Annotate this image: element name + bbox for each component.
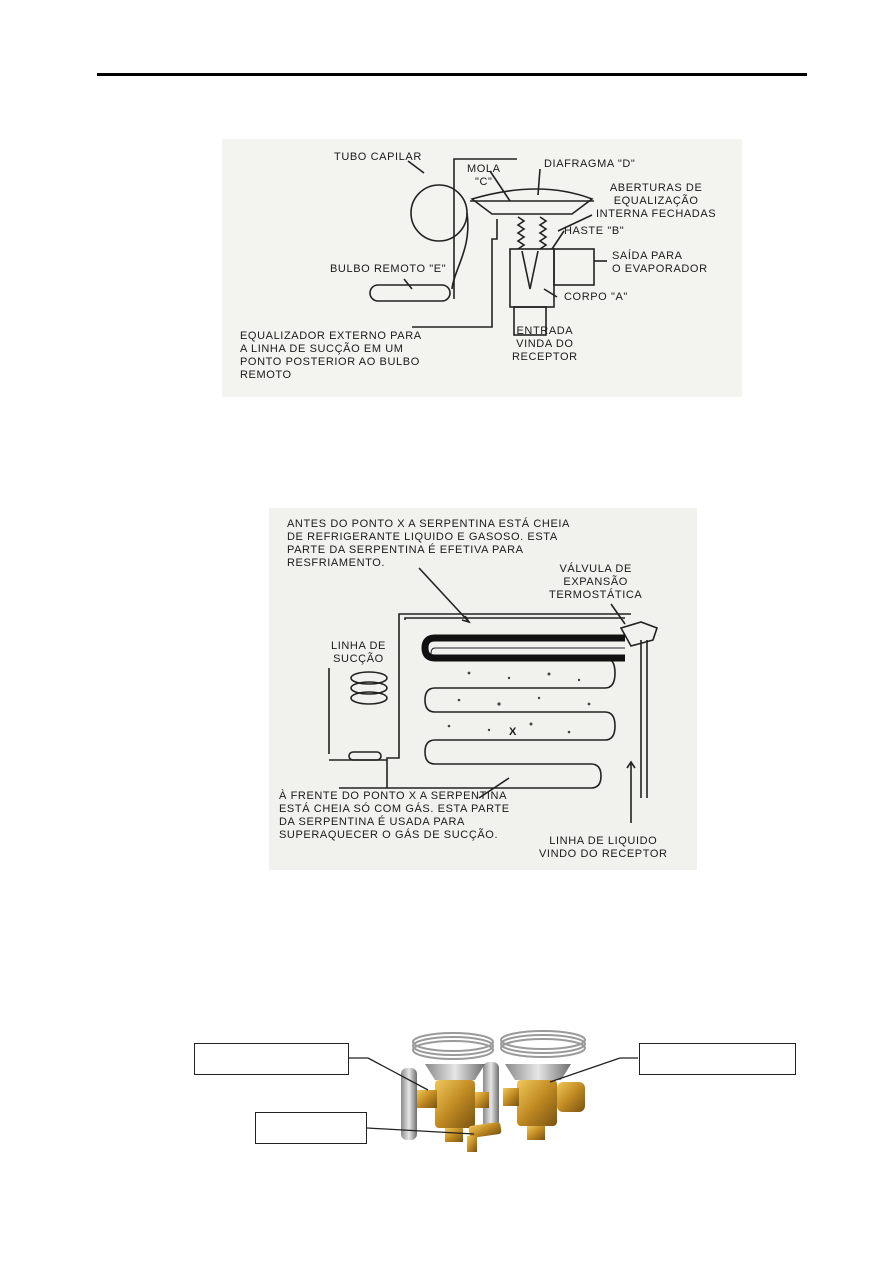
label-aberturas: ABERTURAS DE EQUALIZAÇÃO INTERNA FECHADA… [596,182,716,221]
label-bulbo: BULBO REMOTO "E" [330,263,446,276]
label-equalizador: EQUALIZADOR EXTERNO PARA A LINHA DE SUCÇ… [240,330,422,382]
callout-box-bottom [255,1112,367,1144]
label-corpo: CORPO "A" [564,291,628,304]
label-ponto-x: X [509,726,517,739]
label-valvula-expansao: VÁLVULA DE EXPANSÃO TERMOSTÁTICA [549,563,642,602]
label-tubo-capilar: TUBO CAPILAR [334,151,422,164]
label-diafragma: DIAFRAGMA "D" [544,158,635,171]
label-antes-ponto-x: ANTES DO PONTO X A SERPENTINA ESTÁ CHEIA… [287,518,570,570]
valve-photo-drawing [395,1024,613,1156]
label-entrada: ENTRADA VINDA DO RECEPTOR [512,325,578,364]
capillary-coil [411,185,467,241]
label-saida: SAÍDA PARA O EVAPORADOR [612,250,708,276]
figure-evaporator-coil: ANTES DO PONTO X A SERPENTINA ESTÁ CHEIA… [269,508,697,870]
label-haste: HASTE "B" [564,225,624,238]
callout-box-left [194,1043,349,1075]
label-mola: MOLA "C" [467,163,501,189]
label-linha-liquido: LINHA DE LIQUIDO VINDO DO RECEPTOR [539,835,668,861]
label-linha-succao: LINHA DE SUCÇÃO [331,640,386,666]
header-rule [97,73,807,76]
label-frente-ponto-x: À FRENTE DO PONTO X A SERPENTINA ESTÁ CH… [279,790,510,842]
callout-box-right [639,1043,796,1075]
figure-valve-photo [395,1024,613,1156]
figure-valve-diagram: TUBO CAPILAR MOLA "C" DIAFRAGMA "D" ABER… [222,139,742,397]
